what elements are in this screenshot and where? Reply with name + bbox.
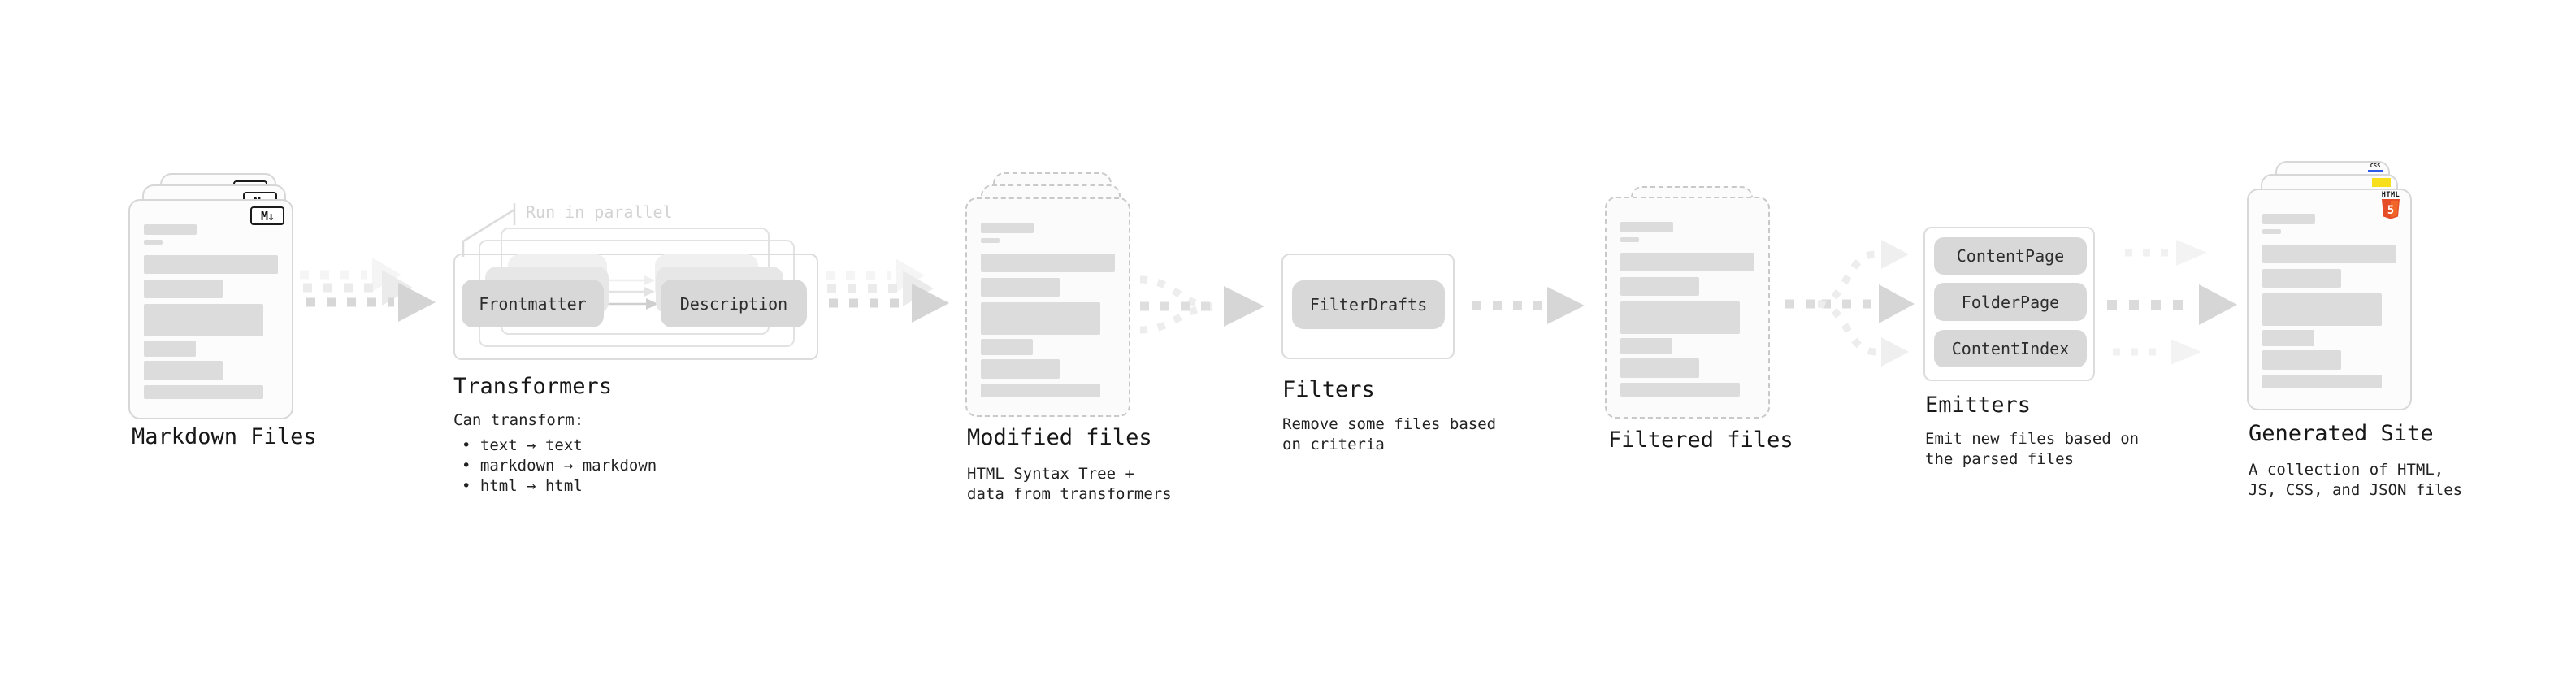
text-bar [981, 278, 1060, 297]
text-bar [981, 384, 1100, 397]
node-label: Transformers [453, 374, 613, 399]
text-bar [144, 280, 223, 298]
js-icon [2372, 178, 2391, 187]
text-bar [2262, 269, 2341, 288]
pill-frontmatter: Frontmatter [462, 280, 604, 327]
text-bar [981, 238, 1000, 243]
run-in-parallel-leader-line [462, 203, 516, 257]
text-bar [1620, 301, 1740, 334]
text-bar [2262, 214, 2315, 224]
file-card [965, 197, 1130, 417]
text-bar [144, 255, 278, 274]
text-bar [1620, 358, 1699, 378]
text-bar [144, 304, 263, 336]
run-in-parallel-annotation: Run in parallel [526, 202, 673, 222]
transformer-box-front [453, 254, 818, 360]
node-label: Generated Site [2249, 421, 2434, 446]
pill-description: Description [661, 280, 807, 327]
description-line: Emit new files based on [1925, 430, 2140, 448]
arrow-modified-to-filters [1139, 275, 1264, 334]
pill-contentpage: ContentPage [1934, 237, 2087, 275]
emitters-box [1923, 227, 2095, 381]
text-bar [144, 385, 263, 399]
arrow-markdown-to-transformers [300, 258, 436, 322]
file-card: M↓ [128, 199, 293, 419]
text-bar [981, 339, 1033, 355]
text-bar [2262, 350, 2341, 370]
description-line: Remove some files based [1282, 415, 1497, 433]
node-label: Filters [1282, 377, 1375, 402]
description-line: HTML Syntax Tree + [967, 465, 1134, 483]
text-bar [981, 359, 1060, 379]
text-bar [981, 223, 1034, 233]
node-label: Emitters [1925, 393, 2032, 418]
text-bar [144, 361, 223, 380]
node-label: Filtered files [1608, 427, 1793, 453]
text-bar [2262, 245, 2396, 263]
filters-box [1281, 254, 1455, 359]
text-bar [144, 224, 197, 235]
description-line: Can transform: [453, 411, 584, 429]
arrow-transformers-to-modified [826, 258, 949, 323]
file-card [1605, 197, 1770, 419]
arrow-filters-to-filtered [1472, 287, 1585, 324]
node-description: Emit new files based on the parsed files [1925, 429, 2139, 470]
node-description: A collection of HTML, JS, CSS, and JSON … [2249, 460, 2462, 501]
description-line: the parsed files [1925, 450, 2075, 468]
html5-icon: HTML 5 [2380, 192, 2401, 223]
svg-text:5: 5 [2387, 204, 2394, 217]
description-line: • markdown → markdown [462, 457, 657, 475]
description-line: • html → html [462, 477, 583, 495]
text-bar [2262, 375, 2382, 388]
description-line: JS, CSS, and JSON files [2249, 481, 2463, 499]
text-bar [1620, 253, 1754, 271]
arrow-filtered-to-emitters [1785, 240, 1915, 367]
description-line: on criteria [1282, 436, 1385, 453]
file-card-html [2247, 189, 2412, 410]
pill-folderpage: FolderPage [1934, 283, 2087, 321]
text-bar [1620, 338, 1672, 354]
text-bar [2262, 293, 2382, 326]
node-label: Markdown Files [132, 424, 317, 449]
text-bar [2262, 229, 2281, 234]
node-description: Remove some files based on criteria [1282, 414, 1496, 455]
node-description: HTML Syntax Tree + data from transformer… [967, 464, 1172, 505]
description-line: • text → text [462, 436, 583, 454]
text-bar [144, 340, 196, 357]
text-bar [981, 302, 1100, 335]
node-label: Modified files [967, 425, 1152, 450]
description-line: A collection of HTML, [2249, 461, 2444, 479]
markdown-icon: M↓ [250, 206, 284, 225]
text-bar [1620, 237, 1639, 242]
text-bar [1620, 277, 1699, 296]
pill-contentindex: ContentIndex [1934, 330, 2087, 367]
arrow-emitters-to-generated [2107, 240, 2237, 365]
node-description: Can transform: • text → text • markdown … [453, 410, 657, 497]
pill-filterdrafts: FilterDrafts [1292, 280, 1445, 329]
transformer-pill-arrows [608, 275, 658, 310]
css-icon: CSS [2367, 163, 2383, 172]
text-bar [981, 254, 1115, 272]
text-bar [1620, 383, 1740, 397]
text-bar [1620, 222, 1673, 232]
description-line: data from transformers [967, 485, 1172, 503]
text-bar [2262, 330, 2314, 346]
text-bar [144, 240, 163, 245]
